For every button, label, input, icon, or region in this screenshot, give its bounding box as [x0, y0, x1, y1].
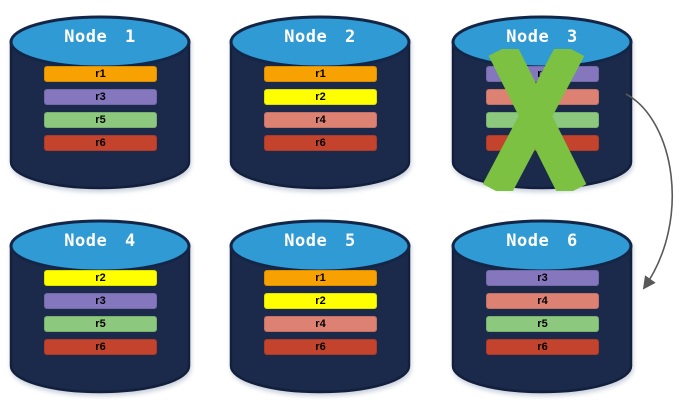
replica-bar: r2	[44, 270, 157, 286]
replica-bar: r6	[264, 135, 377, 151]
replica-bar: r1	[44, 66, 157, 82]
node-title: Node 1	[64, 27, 136, 47]
replica-bar: r3	[486, 270, 599, 286]
node-title: Node 5	[284, 231, 356, 251]
replica-bar: r6	[264, 339, 377, 355]
replica-bar: r3	[44, 89, 157, 105]
node-6: Node 6 r3 r4 r5 r6	[450, 212, 634, 396]
replica-bar: r4	[264, 316, 377, 332]
replica-bar: r4	[264, 112, 377, 128]
replica-bar: r6	[44, 135, 157, 151]
replica-bar: r4	[486, 293, 599, 309]
node-3: Node 3 r3	[450, 8, 634, 192]
replica-bar: r6	[486, 339, 599, 355]
replica-bar: r2	[264, 293, 377, 309]
replica-bar: r6	[44, 339, 157, 355]
node-2: Node 2 r1 r2 r4 r6	[228, 8, 412, 192]
replica-bar: r1	[264, 270, 377, 286]
node-title: Node 4	[64, 231, 136, 251]
node-title: Node 3	[506, 27, 578, 47]
replica-bar: r5	[486, 316, 599, 332]
replica-bar: r5	[44, 316, 157, 332]
replica-bar: r2	[264, 89, 377, 105]
node-1: Node 1 r1 r3 r5 r6	[8, 8, 192, 192]
node-4: Node 4 r2 r3 r5 r6	[8, 212, 192, 396]
node-title: Node 6	[506, 231, 578, 251]
replica-bar: r1	[264, 66, 377, 82]
node-5: Node 5 r1 r2 r4 r6	[228, 212, 412, 396]
replica-bar: r5	[44, 112, 157, 128]
node-title: Node 2	[284, 27, 356, 47]
replica-bar: r3	[44, 293, 157, 309]
failure-x-icon	[482, 49, 587, 191]
